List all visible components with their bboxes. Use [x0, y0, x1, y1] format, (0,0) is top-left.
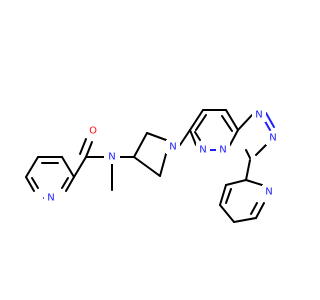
atom-label-nitrogen: N: [169, 142, 176, 153]
atom-N-azetidine: N: [166, 140, 180, 154]
bond: [85, 141, 93, 158]
atom-N-pyridazine: N: [196, 143, 210, 157]
atom-label-nitrogen: N: [47, 193, 54, 204]
bond: [31, 177, 39, 189]
bond: [79, 138, 87, 155]
bond: [146, 132, 167, 141]
bond: [225, 179, 247, 186]
atom-label-oxygen: O: [89, 126, 97, 137]
bond: [255, 144, 267, 156]
bond: [219, 184, 227, 206]
bond: [229, 129, 239, 146]
bond: [255, 202, 265, 219]
atom-label-nitrogen: N: [108, 152, 115, 163]
bond: [265, 112, 275, 128]
bond: [73, 156, 87, 178]
atom-N-amide: N: [104, 150, 120, 164]
bond: [195, 114, 207, 131]
atom-N-triazole-right: N: [266, 131, 280, 145]
structure-canvas: O N N N N N N N: [25, 108, 280, 223]
atom-label-nitrogen: N: [255, 110, 262, 121]
bond: [245, 159, 251, 181]
atom-N-pyridine-right: N: [262, 185, 276, 199]
atom-O: O: [86, 124, 100, 138]
bond: [65, 176, 75, 192]
bond: [219, 204, 235, 223]
bond: [233, 217, 257, 223]
bond: [250, 202, 258, 215]
bond: [159, 153, 167, 177]
molecule-drawing: O N N N N N N N: [25, 108, 280, 223]
bond: [179, 129, 191, 146]
bond: [133, 156, 161, 177]
bond: [25, 156, 39, 178]
bond: [25, 176, 35, 192]
bond: [245, 149, 251, 159]
bond: [194, 131, 201, 141]
atom-N-pyridine-left: N: [44, 191, 58, 205]
bonds: [25, 109, 275, 223]
bond: [245, 179, 263, 186]
atom-labels: O N N N N N N N: [44, 108, 280, 205]
bond: [61, 177, 69, 189]
bond: [225, 109, 239, 131]
atom-label-nitrogen: N: [269, 133, 276, 144]
bond: [189, 109, 204, 131]
atom-label-nitrogen: N: [219, 145, 226, 156]
atom-N-bridge: N: [216, 143, 230, 157]
bond: [237, 114, 253, 131]
bond: [225, 188, 232, 204]
bond: [189, 129, 197, 146]
bond: [221, 115, 233, 132]
atom-N-triazole-top: N: [252, 108, 266, 122]
bond: [61, 156, 75, 178]
bond: [133, 132, 148, 158]
atom-label-nitrogen: N: [265, 187, 272, 198]
atom-label-nitrogen: N: [199, 145, 206, 156]
